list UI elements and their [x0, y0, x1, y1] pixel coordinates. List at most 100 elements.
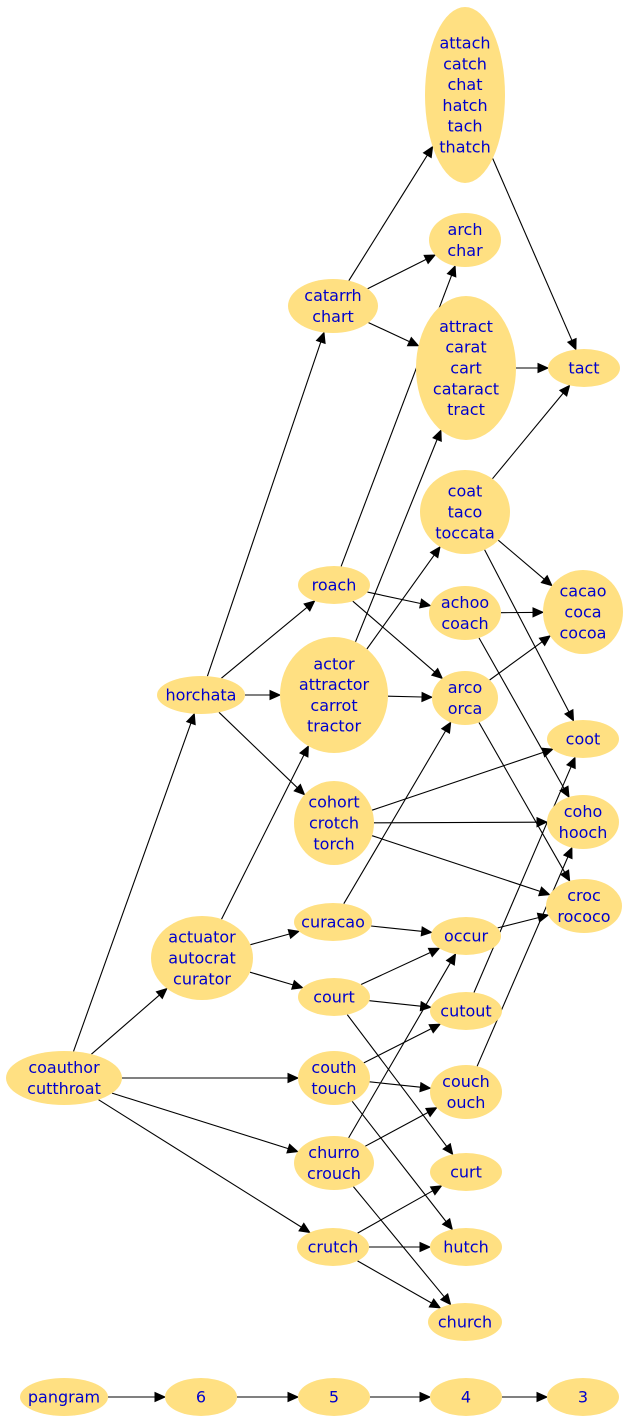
edge-line	[363, 1028, 432, 1064]
node-curt: curt	[430, 1153, 502, 1191]
node-label: arch	[448, 220, 483, 239]
node-coot: coot	[547, 720, 619, 758]
node-label: cutthroat	[27, 1079, 101, 1098]
node-ellipse	[297, 1228, 369, 1266]
edge-line	[352, 1186, 445, 1298]
edge-line	[221, 754, 305, 920]
node-label: 6	[196, 1388, 206, 1407]
edge-line	[98, 1099, 302, 1228]
node-label: toccata	[435, 523, 495, 542]
node-cutout: cutout	[430, 992, 502, 1030]
arrowhead	[269, 689, 282, 701]
node-ellipse	[298, 1378, 370, 1416]
node-label: tach	[447, 117, 482, 136]
edge-n4-n3	[502, 1391, 549, 1403]
node-ellipse	[294, 903, 372, 941]
node-ellipse	[420, 470, 510, 554]
edge-actor-coat	[366, 545, 441, 650]
node-label: horchata	[166, 686, 237, 705]
arrowhead	[293, 783, 306, 796]
edge-line	[221, 606, 308, 679]
node-ellipse	[298, 566, 370, 604]
arrowhead	[287, 928, 301, 940]
edge-churro-couch	[365, 1107, 438, 1147]
edge-roach-arco	[352, 600, 444, 680]
node-label: crouch	[307, 1164, 361, 1183]
edge-actuator-court	[249, 971, 304, 990]
edge-line	[492, 158, 573, 341]
arrowhead	[432, 429, 442, 442]
arrowhead	[421, 691, 434, 703]
node-ellipse	[298, 1051, 370, 1105]
node-ellipse	[429, 586, 501, 640]
edges-layer	[72, 145, 577, 1403]
edge-churro-occur	[348, 953, 457, 1139]
edge-line	[348, 154, 428, 281]
node-label: attractor	[299, 675, 370, 694]
edge-line	[369, 1081, 421, 1088]
node-label: catch	[443, 54, 487, 73]
node-label: rococo	[557, 907, 610, 926]
arrowhead	[303, 600, 316, 612]
node-label: court	[313, 988, 355, 1007]
arrowhead	[538, 635, 552, 647]
node-hutch: hutch	[430, 1228, 502, 1266]
edge-actor-attract	[354, 429, 442, 643]
arrowhead	[287, 1391, 300, 1403]
arrowhead	[424, 1107, 438, 1118]
edge-coauthor-horchata	[72, 712, 196, 1052]
arrowhead	[536, 1391, 549, 1403]
edge-line	[91, 994, 160, 1055]
edge-line	[354, 439, 438, 643]
edge-n6-n5	[237, 1391, 300, 1403]
node-crutch: crutch	[297, 1228, 369, 1266]
edge-line	[473, 766, 572, 993]
node-label: chart	[312, 307, 354, 326]
node-label: cohort	[308, 793, 359, 812]
node-label: pangram	[28, 1388, 100, 1407]
node-label: 3	[578, 1388, 588, 1407]
arrowhead	[420, 926, 433, 937]
arrowhead	[446, 264, 457, 278]
edge-line	[360, 952, 431, 985]
node-label: ouch	[447, 1093, 486, 1112]
node-ellipse	[430, 1065, 502, 1119]
node-label: touch	[311, 1079, 356, 1098]
node-label: 4	[461, 1388, 471, 1407]
edge-line	[249, 971, 294, 986]
arrowhead	[532, 607, 545, 618]
edge-line	[478, 637, 565, 789]
node-ellipse	[280, 637, 388, 753]
arrowhead	[559, 785, 570, 799]
node-label: curacao	[301, 913, 365, 932]
node-label: orca	[448, 699, 483, 718]
arrowhead	[562, 846, 573, 860]
node-label: coauthor	[28, 1058, 100, 1077]
node-label: crotch	[309, 814, 359, 833]
node-pangram: pangram	[20, 1378, 108, 1416]
edge-attract-tact	[516, 362, 550, 374]
edge-line	[492, 392, 564, 480]
arrowhead	[286, 1143, 299, 1154]
node-ellipse	[20, 1378, 108, 1416]
edge-line	[352, 600, 436, 673]
node-label: 5	[329, 1388, 339, 1407]
node-ellipse	[151, 916, 253, 1000]
arrowhead	[419, 1241, 432, 1253]
edge-actuator-actor	[221, 745, 309, 920]
node-ellipse	[432, 671, 498, 725]
node-label: hutch	[443, 1238, 489, 1257]
edge-line	[366, 554, 435, 650]
arrowhead	[429, 1185, 443, 1196]
edge-line	[371, 925, 422, 932]
edge-curacao-arco	[343, 721, 452, 904]
edge-couth-cutout	[363, 1023, 442, 1064]
node-ellipse	[547, 1378, 619, 1416]
edge-cohort-coho	[373, 816, 549, 828]
node-ellipse	[543, 570, 623, 654]
node-n5: 5	[298, 1378, 370, 1416]
